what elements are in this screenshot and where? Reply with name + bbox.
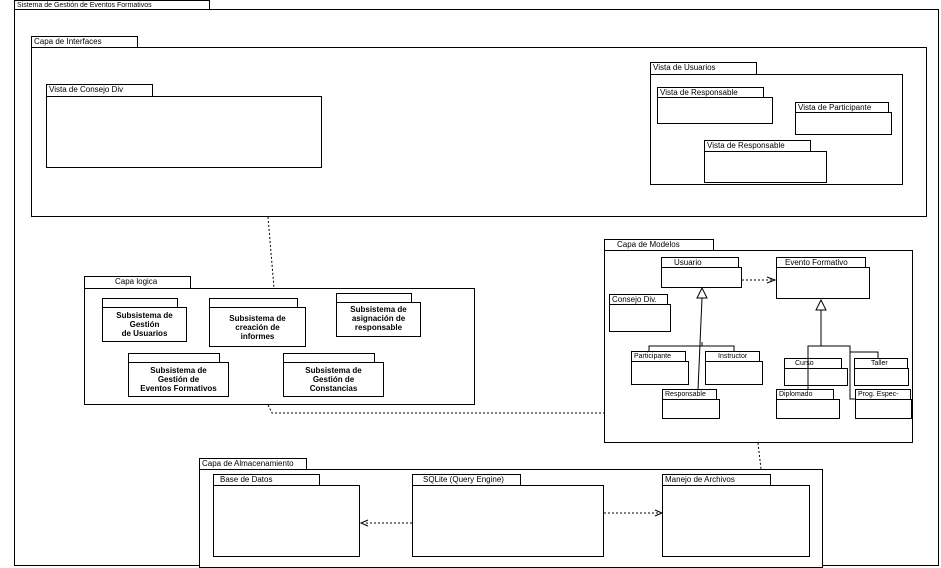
subsystem-usuarios <box>102 307 187 342</box>
participante-view-title: Vista de Participante <box>798 103 872 112</box>
responsable-view-2-title: Vista de Responsable <box>707 141 785 150</box>
evento-class <box>776 267 870 299</box>
subsystem-eventos-tab <box>128 353 220 363</box>
usuario-class-tab: Usuario <box>661 257 739 268</box>
prog-class-title: Prog. Espec- <box>858 391 899 398</box>
diplomado-class-title: Diplomado <box>779 391 813 398</box>
consejo-class-title: Consejo Div. <box>612 295 657 304</box>
curso-class-title: Curso <box>795 360 814 367</box>
responsable-class-title: Responsable <box>665 391 706 398</box>
sqlite-tab: SQLite (Query Engine) <box>412 474 521 486</box>
taller-class <box>854 368 909 386</box>
usuario-generalization-arrow <box>696 286 708 299</box>
consejo-view-title: Vista de Consejo Div <box>49 85 124 94</box>
subsystem-eventos <box>128 362 229 397</box>
bd-tab: Base de Datos <box>213 474 320 486</box>
subsystem-constancias-tab <box>283 353 375 363</box>
evento-class-tab: Evento Formativo <box>776 257 866 268</box>
responsable-class <box>662 399 720 419</box>
participante-class-tab: Participante <box>631 351 686 362</box>
usuario-class <box>661 267 742 288</box>
logica-title: Capa logica <box>115 277 158 286</box>
subsystem-asignacion-label: Subsistema de asignación de responsable <box>350 305 407 332</box>
usuario-class-title: Usuario <box>674 258 702 267</box>
interfaces-title: Capa de Interfaces <box>34 37 102 46</box>
system-title: Sistema de Gestión de Eventos Formativos <box>17 2 152 9</box>
logica-modelos-link <box>267 404 604 414</box>
instructor-class-tab: Instructor <box>705 351 760 362</box>
prog-class <box>855 399 912 419</box>
subsystem-constancias-label: Subsistema de Gestión de Constancias <box>305 366 362 393</box>
subsystem-informes <box>209 307 306 347</box>
diplomado-class <box>776 399 840 419</box>
responsable-view-1-title: Vista de Responsable <box>660 88 738 97</box>
instructor-class-title: Instructor <box>718 353 748 360</box>
usuario-generalization-branch-1 <box>648 342 703 351</box>
subsystem-asignacion <box>336 302 421 337</box>
bd-box <box>213 485 360 557</box>
subsystem-usuarios-label: Subsistema de Gestión de Usuarios <box>116 311 173 338</box>
archivos-title: Manejo de Archivos <box>665 475 735 484</box>
prog-class-tab: Prog. Espec- <box>855 389 911 400</box>
subsystem-eventos-label: Subsistema de Gestión de Eventos Formati… <box>140 366 217 393</box>
subsystem-usuarios-tab <box>102 298 178 308</box>
curso-class-tab: Curso <box>784 358 842 369</box>
archivos-tab: Manejo de Archivos <box>662 474 771 486</box>
subsystem-informes-label: Subsistema de creación de informes <box>229 314 286 341</box>
responsable-view-1 <box>657 97 773 124</box>
participante-view <box>795 112 892 135</box>
archivos-box <box>662 485 810 557</box>
modelos-tab: Capa de Modelos <box>604 239 714 251</box>
responsable-class-tab: Responsable <box>662 389 717 400</box>
sqlite-archivos-arrowhead <box>654 509 664 517</box>
responsable-view-2 <box>704 151 827 183</box>
almacenamiento-title: Capa de Almacenamiento <box>202 459 294 468</box>
usuario-generalization-branch-2 <box>702 345 735 351</box>
subsystem-informes-tab <box>209 298 298 308</box>
consejo-view-tab: Vista de Consejo Div <box>46 84 153 97</box>
evento-generalization-branch-2 <box>821 345 855 400</box>
participante-view-tab: Vista de Participante <box>795 102 889 113</box>
consejo-view <box>46 96 322 168</box>
usuario-evento-arrowhead <box>766 276 777 284</box>
system-title-tab: Sistema de Gestión de Eventos Formativos <box>14 0 210 10</box>
interfaces-logica-link <box>267 216 275 289</box>
evento-generalization-branch-1 <box>807 345 821 389</box>
bd-title: Base de Datos <box>220 475 273 484</box>
sqlite-box <box>412 485 604 557</box>
evento-generalization-arrow <box>815 298 827 311</box>
responsable-view-2-tab: Vista de Responsable <box>704 140 811 152</box>
modelos-title: Capa de Modelos <box>617 240 680 249</box>
sqlite-title: SQLite (Query Engine) <box>423 475 504 484</box>
responsable-view-1-tab: Vista de Responsable <box>657 87 764 98</box>
modelos-almacenamiento-link <box>757 442 762 470</box>
usuarios-view-tab: Vista de Usuarios <box>650 62 757 75</box>
participante-class-title: Participante <box>634 353 671 360</box>
evento-generalization-branch-4 <box>850 351 879 358</box>
sqlite-bd-arrowhead <box>359 519 369 527</box>
consejo-class <box>609 304 671 332</box>
curso-class <box>784 368 848 386</box>
taller-class-title: Taller <box>871 360 888 367</box>
taller-class-tab: Taller <box>854 358 908 369</box>
subsystem-asignacion-tab <box>336 293 412 303</box>
subsystem-constancias <box>283 362 384 397</box>
interfaces-tab: Capa de Interfaces <box>31 36 138 48</box>
consejo-class-tab: Consejo Div. <box>609 294 668 305</box>
evento-class-title: Evento Formativo <box>785 258 848 267</box>
usuario-generalization-trunk <box>697 297 703 391</box>
logica-tab: Capa logica <box>84 276 191 289</box>
instructor-class <box>705 361 763 385</box>
almacenamiento-tab: Capa de Almacenamiento <box>199 458 307 470</box>
usuarios-view-title: Vista de Usuarios <box>653 63 716 72</box>
participante-class <box>631 361 689 385</box>
diplomado-class-tab: Diplomado <box>776 389 834 400</box>
